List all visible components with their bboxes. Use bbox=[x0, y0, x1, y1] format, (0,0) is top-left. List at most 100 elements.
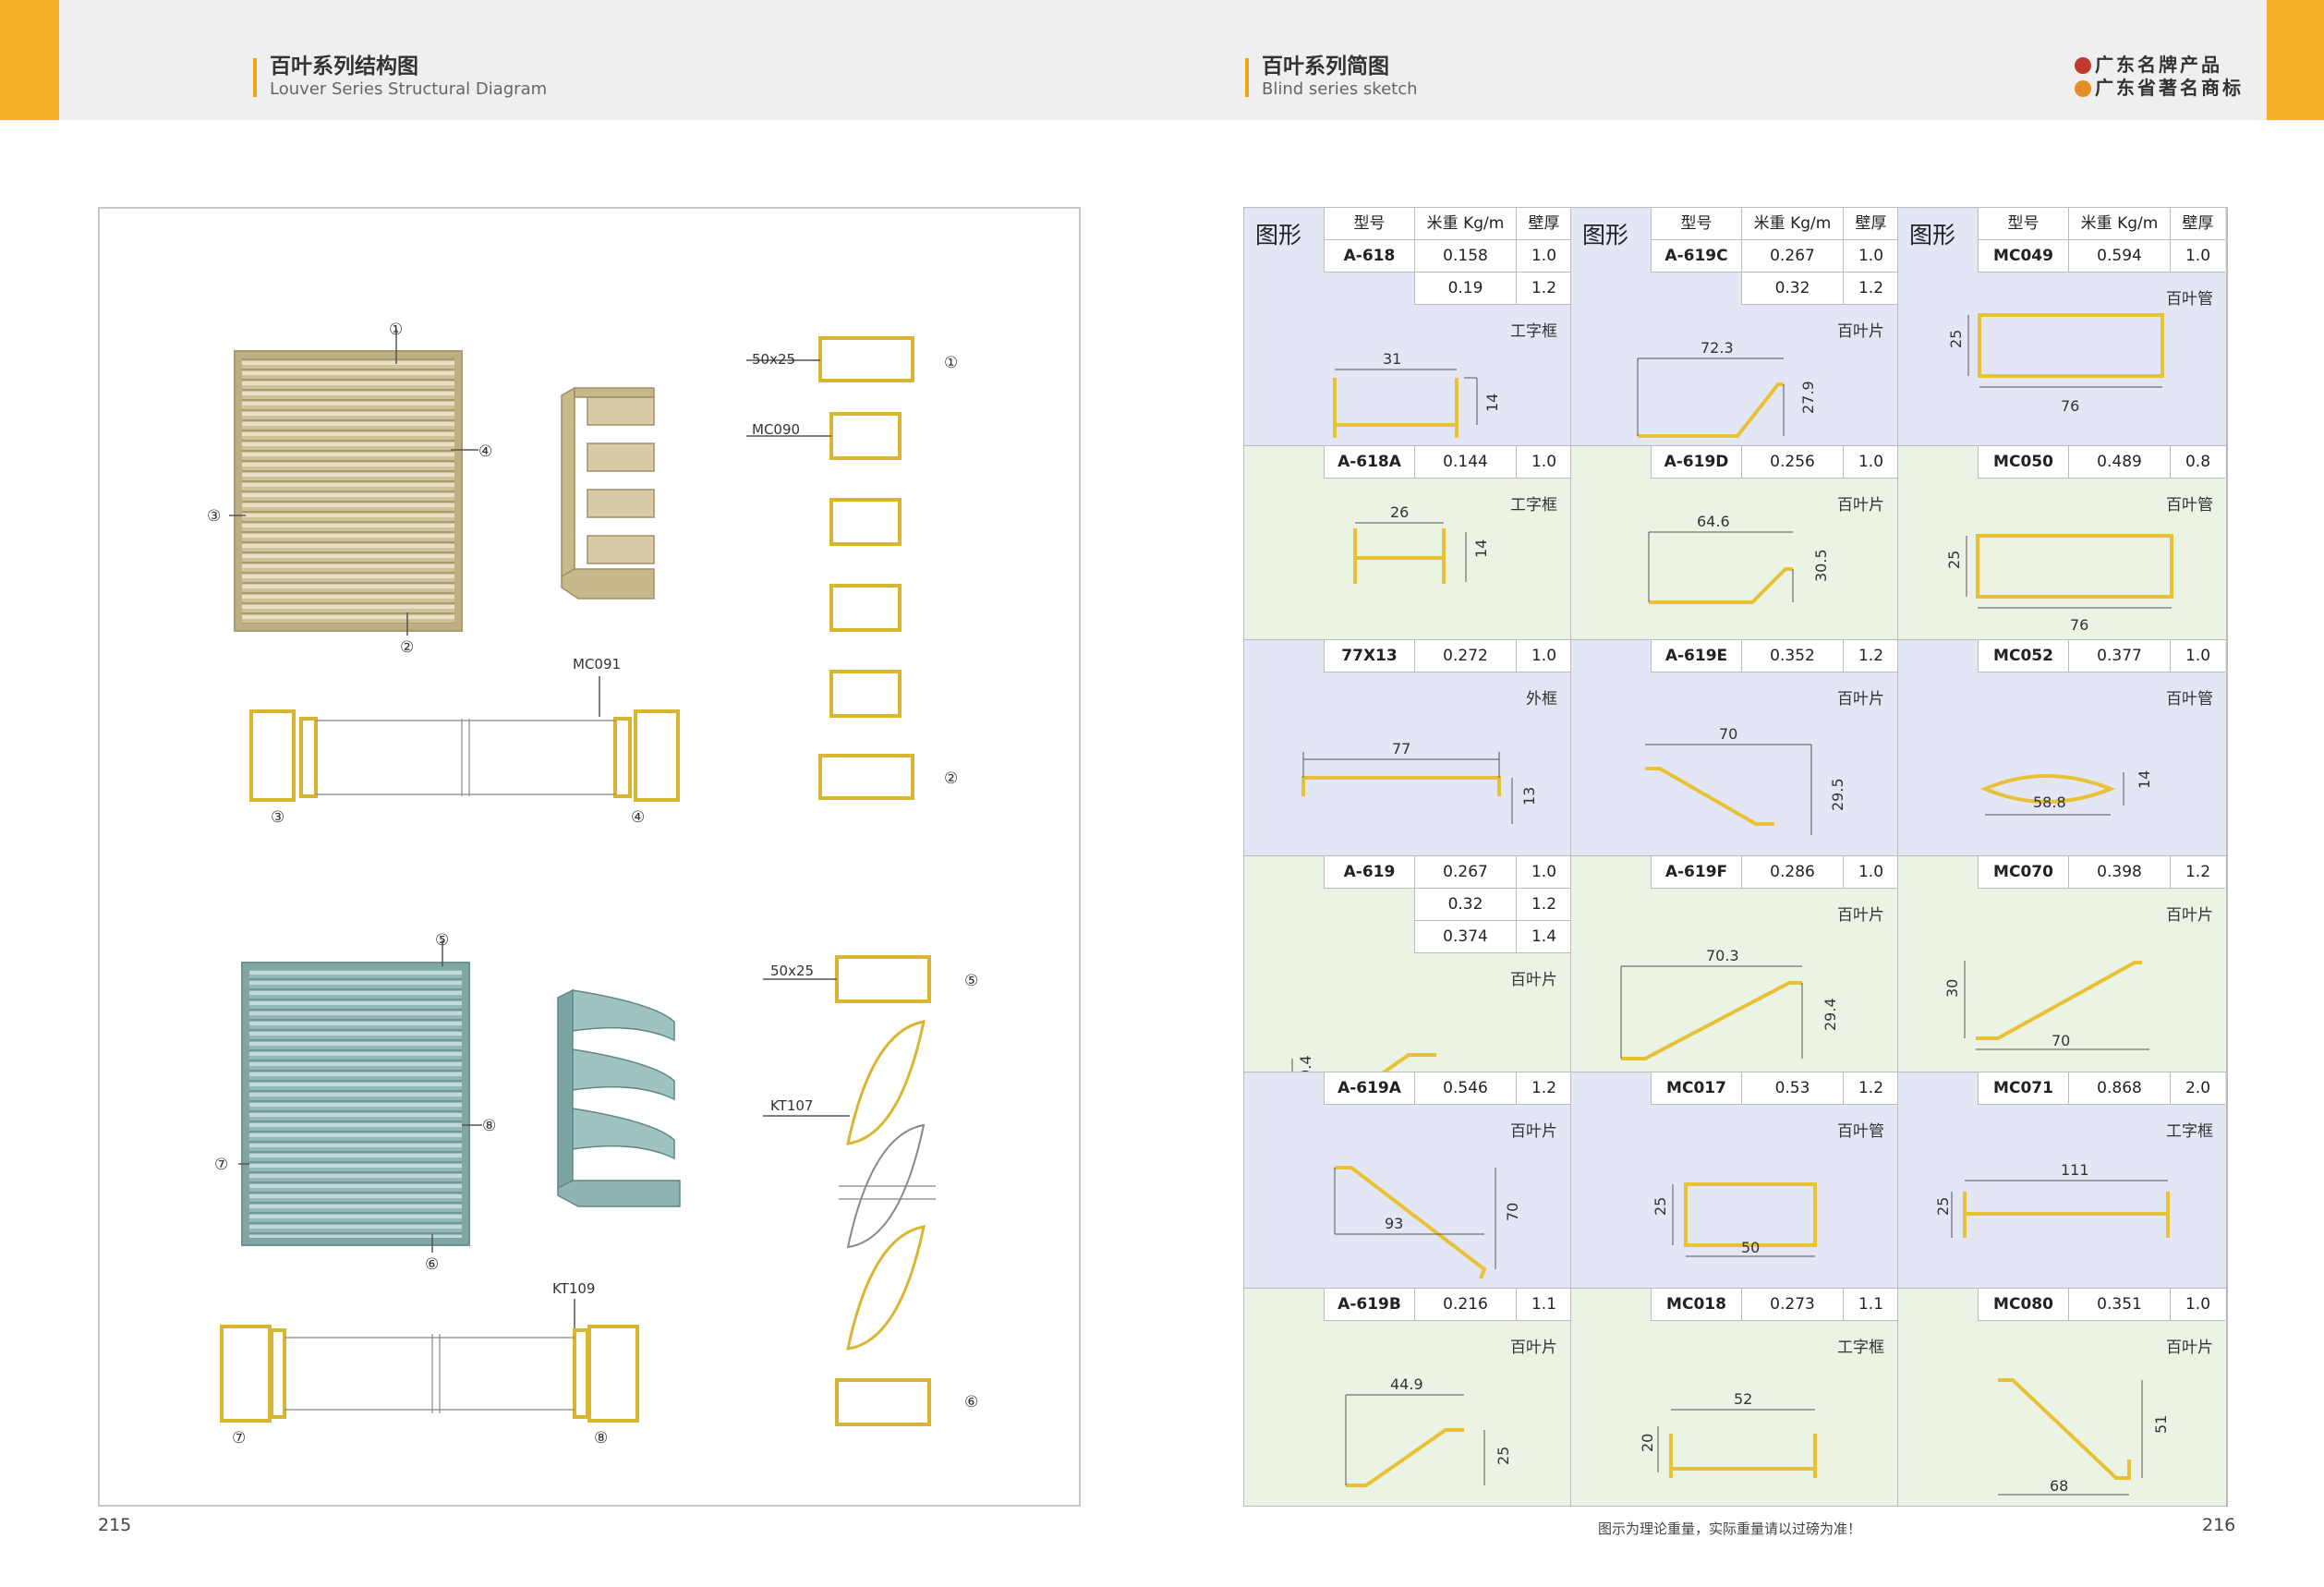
profile-sections-top bbox=[818, 336, 914, 800]
right-page-title: 百叶系列简图 bbox=[1262, 55, 1389, 79]
profile-category: 工字框 bbox=[1837, 1339, 1884, 1357]
profile-category: 百叶片 bbox=[2166, 906, 2213, 925]
weight-note: 图示为理论重量，实际重量请以过磅为准！ bbox=[1598, 1520, 1862, 1537]
structural-diagram-panel: ① ④ ③ ② ① ② ③ ④ ⑤ ⑧ ⑦ ⑥ ⑤ ⑥ ⑦ ⑧ 50x25 MC… bbox=[98, 207, 1081, 1507]
wall-thickness-value: 1.2 bbox=[2170, 856, 2225, 889]
page-number-left: 215 bbox=[98, 1515, 132, 1535]
callout-3: ③ bbox=[207, 507, 221, 526]
right-accent-tab bbox=[2267, 0, 2324, 120]
weight-value: 0.489 bbox=[2068, 446, 2170, 479]
svg-text:44.9: 44.9 bbox=[1390, 1375, 1423, 1393]
profile-category: 百叶片 bbox=[1510, 1339, 1557, 1357]
model-code: 77X13 bbox=[1324, 640, 1414, 672]
wall-thickness-value: 1.2 bbox=[1843, 1072, 1897, 1105]
svg-text:68: 68 bbox=[2050, 1477, 2068, 1495]
profile-category: 外框 bbox=[1526, 690, 1557, 709]
profile-category: 百叶片 bbox=[1837, 496, 1884, 515]
part-mc090: MC090 bbox=[752, 421, 800, 438]
model-code: A-619D bbox=[1651, 446, 1741, 479]
model-code: MC018 bbox=[1651, 1289, 1741, 1321]
svg-text:31: 31 bbox=[1383, 350, 1401, 368]
weight-value: 0.53 bbox=[1741, 1072, 1843, 1105]
model-code: MC017 bbox=[1651, 1072, 1741, 1105]
svg-text:25: 25 bbox=[1934, 1197, 1952, 1216]
profile-sketch: 29.470.3 bbox=[1291, 1053, 1436, 1072]
wall-thickness-value: 1.0 bbox=[2170, 240, 2225, 273]
svg-text:13: 13 bbox=[1520, 787, 1538, 806]
weight-value: 0.374 bbox=[1414, 921, 1516, 953]
wall-thickness-value: 1.1 bbox=[1516, 1289, 1570, 1321]
profile-sections-bottom bbox=[835, 955, 931, 1426]
svg-text:14: 14 bbox=[2136, 770, 2153, 789]
callout-4b: ④ bbox=[631, 808, 645, 827]
profile-category: 工字框 bbox=[1510, 322, 1557, 341]
part-kt107: KT107 bbox=[770, 1097, 813, 1114]
trademark-seal-icon bbox=[2075, 80, 2091, 97]
model-code: A-618A bbox=[1324, 446, 1414, 479]
callout-2: ② bbox=[400, 638, 414, 657]
weight-value: 0.272 bbox=[1414, 640, 1516, 672]
svg-text:93: 93 bbox=[1385, 1215, 1403, 1232]
weight-value: 0.158 bbox=[1414, 240, 1516, 273]
weight-value: 0.351 bbox=[2068, 1289, 2170, 1321]
right-page-subtitle: Blind series sketch bbox=[1262, 79, 1418, 99]
callout-3b: ③ bbox=[271, 808, 284, 827]
weight-value: 0.32 bbox=[1741, 273, 1843, 305]
wall-thickness-value: 1.0 bbox=[2170, 1289, 2225, 1321]
svg-text:25: 25 bbox=[1495, 1447, 1512, 1465]
brand-line-2: 广东省著名商标 bbox=[2075, 77, 2244, 99]
beige-profile-3d bbox=[561, 386, 655, 600]
part-50x25-top: 50x25 bbox=[752, 351, 795, 368]
structural-diagram: ① ④ ③ ② ① ② ③ ④ ⑤ ⑧ ⑦ ⑥ ⑤ ⑥ ⑦ ⑧ 50x25 MC… bbox=[207, 321, 978, 1448]
model-code: A-619A bbox=[1324, 1072, 1414, 1105]
svg-text:77: 77 bbox=[1392, 740, 1410, 757]
col-model-header: 型号 bbox=[1978, 208, 2068, 240]
weight-value: 0.546 bbox=[1414, 1072, 1516, 1105]
profile-category: 百叶管 bbox=[2166, 496, 2213, 515]
model-code: MC049 bbox=[1978, 240, 2068, 273]
weight-value: 0.594 bbox=[2068, 240, 2170, 273]
wall-thickness-value: 1.0 bbox=[1843, 240, 1897, 273]
col-weight-header: 米重 Kg/m bbox=[2068, 208, 2170, 240]
weight-value: 0.267 bbox=[1741, 240, 1843, 273]
svg-text:14: 14 bbox=[1483, 394, 1501, 412]
teal-section-drawing bbox=[220, 1299, 639, 1423]
profile-category: 百叶管 bbox=[1837, 1122, 1884, 1141]
col-weight-header: 米重 Kg/m bbox=[1741, 208, 1843, 240]
wall-thickness-value: 1.2 bbox=[1516, 1072, 1570, 1105]
wall-thickness-value: 0.8 bbox=[2170, 446, 2225, 479]
callout-5b: ⑤ bbox=[964, 972, 978, 990]
callout-4: ④ bbox=[478, 442, 492, 461]
svg-text:76: 76 bbox=[2061, 397, 2079, 415]
weight-value: 0.377 bbox=[2068, 640, 2170, 672]
model-code: MC052 bbox=[1978, 640, 2068, 672]
profile-sketch: 77 13 bbox=[1301, 740, 1538, 824]
wall-thickness-value: 1.0 bbox=[1516, 856, 1570, 889]
wall-thickness-value: 1.0 bbox=[1843, 446, 1897, 479]
brand-text-1: 广东名牌产品 bbox=[2095, 54, 2222, 76]
svg-text:50: 50 bbox=[1741, 1239, 1760, 1256]
wall-thickness-value: 1.4 bbox=[1516, 921, 1570, 953]
weight-value: 0.256 bbox=[1741, 446, 1843, 479]
page-number-right: 216 bbox=[2202, 1515, 2236, 1535]
weight-value: 0.352 bbox=[1741, 640, 1843, 672]
